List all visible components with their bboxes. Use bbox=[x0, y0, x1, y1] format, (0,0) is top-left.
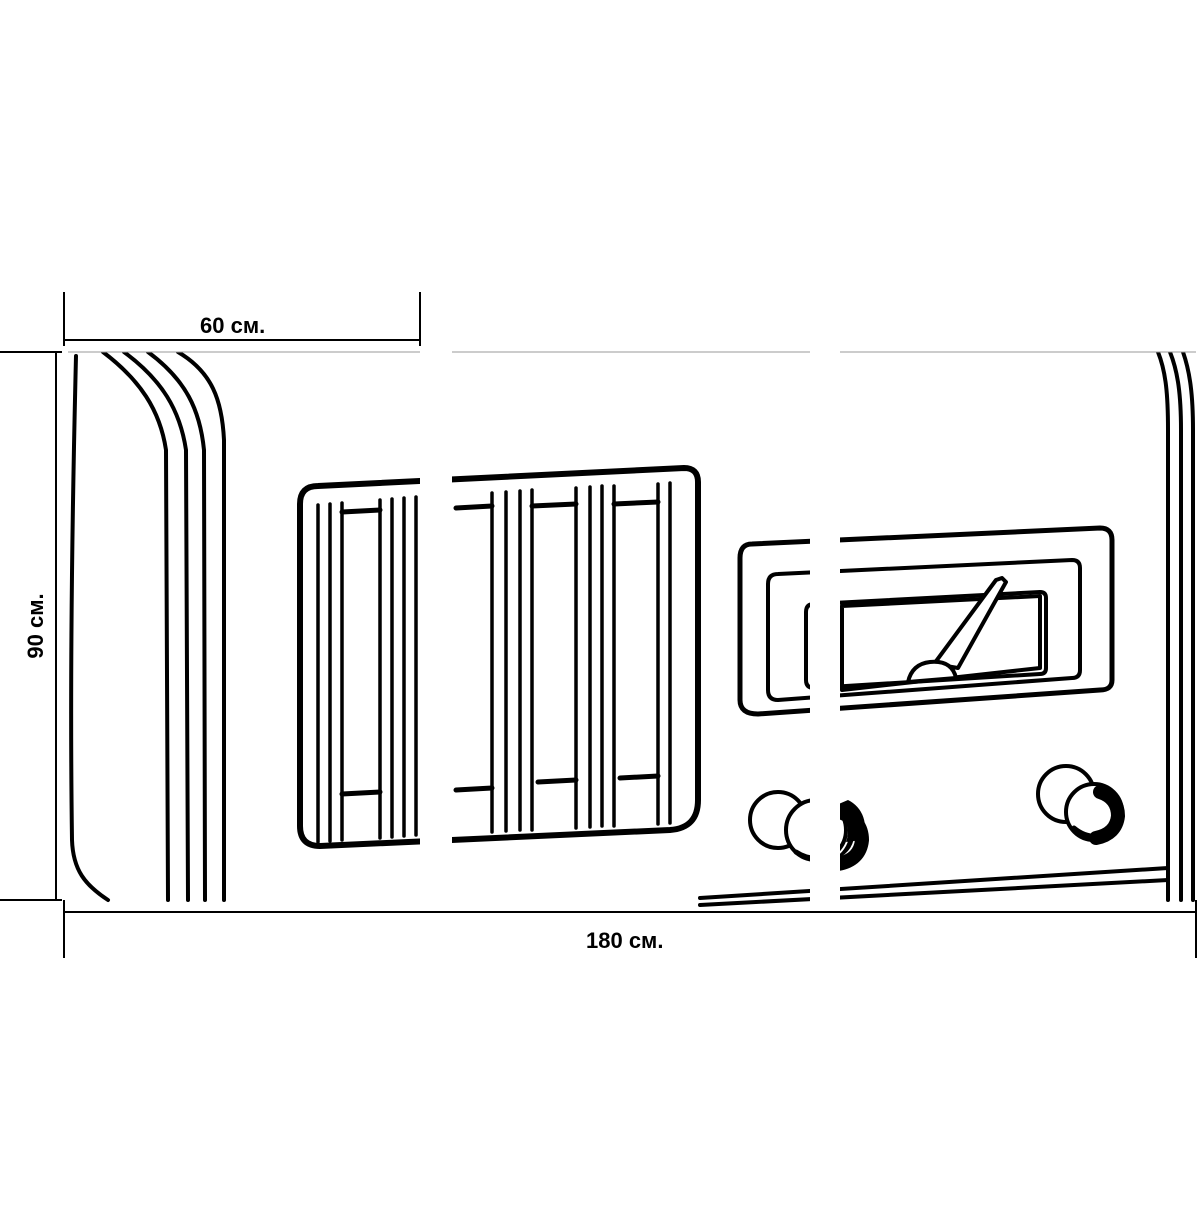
panel-gaps bbox=[60, 340, 1200, 905]
grille-bars bbox=[339, 499, 661, 797]
gap-top bbox=[60, 340, 1200, 352]
tuning-dial bbox=[737, 525, 1115, 717]
gap-left-outer bbox=[60, 340, 68, 905]
speaker-grille bbox=[297, 465, 701, 849]
gap-between-2-3 bbox=[810, 340, 840, 905]
cabinet-left-side bbox=[69, 350, 226, 902]
cabinet-base bbox=[698, 866, 1170, 907]
cabinet-right-side bbox=[1156, 350, 1195, 902]
knob-right bbox=[1036, 764, 1125, 845]
total-width-label: 180 см. bbox=[586, 928, 664, 953]
grille-slats bbox=[316, 481, 672, 844]
panel-width-label: 60 см. bbox=[200, 313, 266, 338]
knob-left bbox=[748, 790, 869, 871]
dial-needle bbox=[906, 576, 1008, 684]
gap-between-1-2 bbox=[420, 340, 452, 905]
dimension-lines bbox=[0, 292, 1197, 958]
dial-window bbox=[840, 594, 1042, 692]
radio-illustration bbox=[69, 350, 1195, 907]
height-label: 90 см. bbox=[23, 593, 48, 659]
